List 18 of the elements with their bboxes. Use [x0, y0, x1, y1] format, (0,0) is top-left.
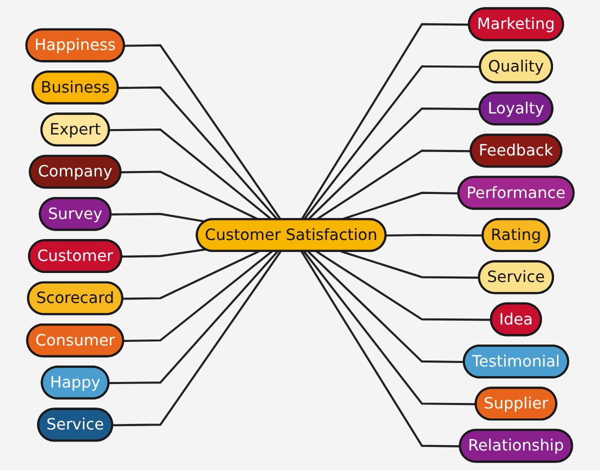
connector — [109, 250, 278, 384]
connector — [307, 107, 480, 220]
connector — [122, 250, 260, 300]
connector — [340, 250, 480, 279]
connector — [300, 23, 470, 220]
connector — [109, 128, 273, 220]
connector — [303, 65, 480, 220]
connector — [124, 250, 273, 342]
connector — [112, 250, 282, 426]
connector — [303, 250, 476, 406]
connector — [122, 248, 206, 258]
connector — [118, 86, 278, 220]
connector — [300, 250, 460, 448]
connector — [316, 250, 492, 321]
connector — [386, 234, 484, 237]
connector — [307, 250, 464, 364]
connector — [124, 44, 282, 220]
connector — [110, 212, 206, 223]
